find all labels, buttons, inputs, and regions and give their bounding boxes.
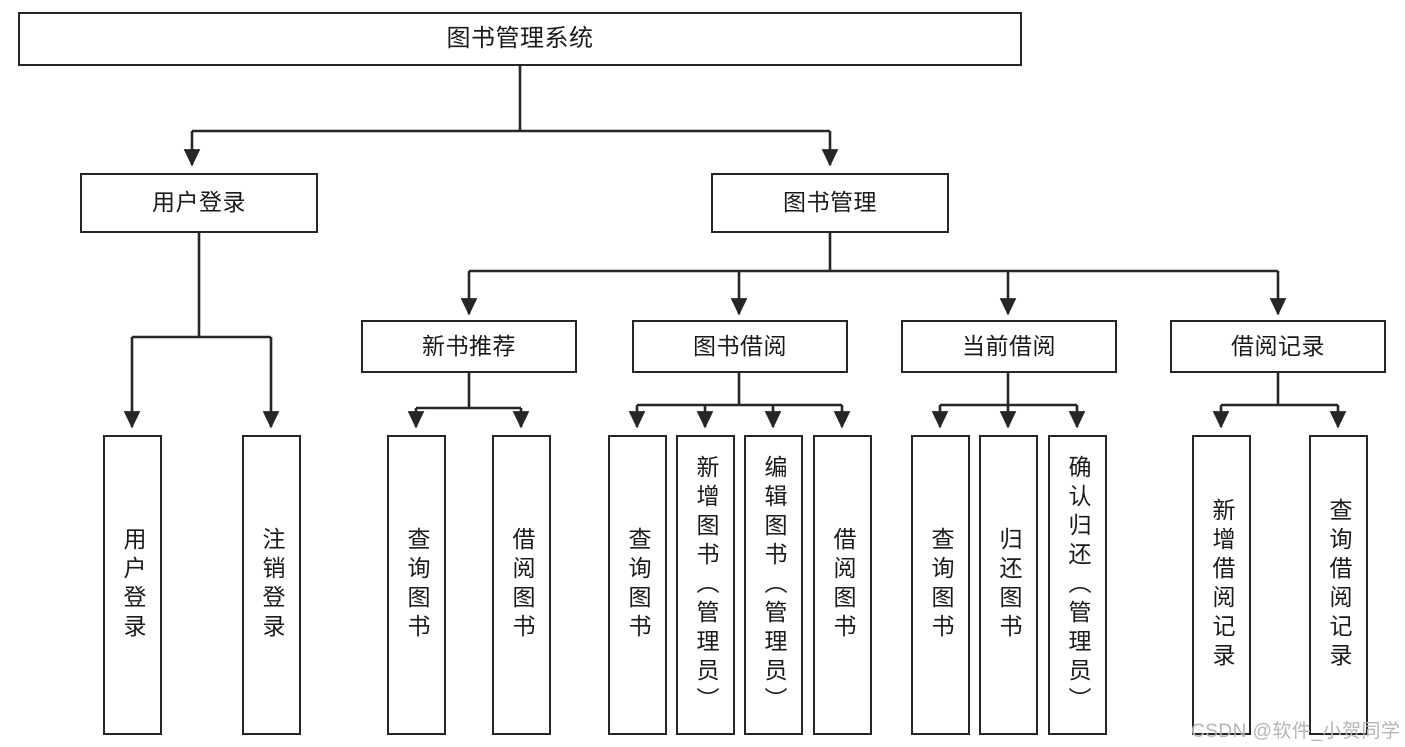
node-leaf-edit-book[interactable]: 编辑图书（管理员） <box>744 435 803 735</box>
node-user-login-label: 用户登录 <box>152 189 246 216</box>
node-book-borrow[interactable]: 图书借阅 <box>632 320 848 373</box>
node-leaf-borrow-book-1-label: 借阅图书 <box>509 527 535 643</box>
node-leaf-borrow-book-1[interactable]: 借阅图书 <box>492 435 551 735</box>
node-leaf-query-book-1-label: 查询图书 <box>404 527 430 643</box>
node-book-borrow-label: 图书借阅 <box>693 332 787 359</box>
node-leaf-return-book[interactable]: 归还图书 <box>979 435 1038 735</box>
node-leaf-add-record[interactable]: 新增借阅记录 <box>1192 435 1251 735</box>
node-leaf-logout-label: 注销登录 <box>259 527 285 643</box>
node-book-management-label: 图书管理 <box>783 189 877 216</box>
node-leaf-add-record-label: 新增借阅记录 <box>1209 498 1235 672</box>
node-leaf-borrow-book-2[interactable]: 借阅图书 <box>813 435 872 735</box>
node-root-label: 图书管理系统 <box>446 24 594 52</box>
node-leaf-add-book[interactable]: 新增图书（管理员） <box>676 435 735 735</box>
node-leaf-confirm-return[interactable]: 确认归还（管理员） <box>1048 435 1107 735</box>
node-user-login[interactable]: 用户登录 <box>80 173 318 233</box>
node-leaf-query-book-3-label: 查询图书 <box>928 527 954 643</box>
node-leaf-borrow-book-2-label: 借阅图书 <box>830 527 856 643</box>
node-borrow-record-label: 借阅记录 <box>1231 332 1325 359</box>
node-leaf-query-book-1[interactable]: 查询图书 <box>387 435 446 735</box>
node-borrow-record[interactable]: 借阅记录 <box>1170 320 1386 373</box>
node-leaf-logout[interactable]: 注销登录 <box>242 435 301 735</box>
node-new-book-recommend-label: 新书推荐 <box>422 332 516 359</box>
node-leaf-query-record-label: 查询借阅记录 <box>1326 498 1352 672</box>
node-leaf-query-book-2[interactable]: 查询图书 <box>608 435 667 735</box>
node-current-borrow[interactable]: 当前借阅 <box>901 320 1117 373</box>
node-book-management[interactable]: 图书管理 <box>711 173 949 233</box>
node-root[interactable]: 图书管理系统 <box>18 12 1022 66</box>
node-current-borrow-label: 当前借阅 <box>962 332 1056 359</box>
node-leaf-query-record[interactable]: 查询借阅记录 <box>1309 435 1368 735</box>
node-leaf-return-book-label: 归还图书 <box>996 527 1022 643</box>
node-leaf-add-book-label: 新增图书（管理员） <box>693 454 719 716</box>
node-leaf-user-login[interactable]: 用户登录 <box>103 435 162 735</box>
node-leaf-query-book-2-label: 查询图书 <box>625 527 651 643</box>
csdn-watermark: CSDN @软件_小贺同学 <box>1191 721 1401 742</box>
node-new-book-recommend[interactable]: 新书推荐 <box>361 320 577 373</box>
node-leaf-user-login-label: 用户登录 <box>120 527 146 643</box>
node-leaf-confirm-return-label: 确认归还（管理员） <box>1065 454 1091 716</box>
node-leaf-edit-book-label: 编辑图书（管理员） <box>761 454 787 716</box>
node-leaf-query-book-3[interactable]: 查询图书 <box>911 435 970 735</box>
